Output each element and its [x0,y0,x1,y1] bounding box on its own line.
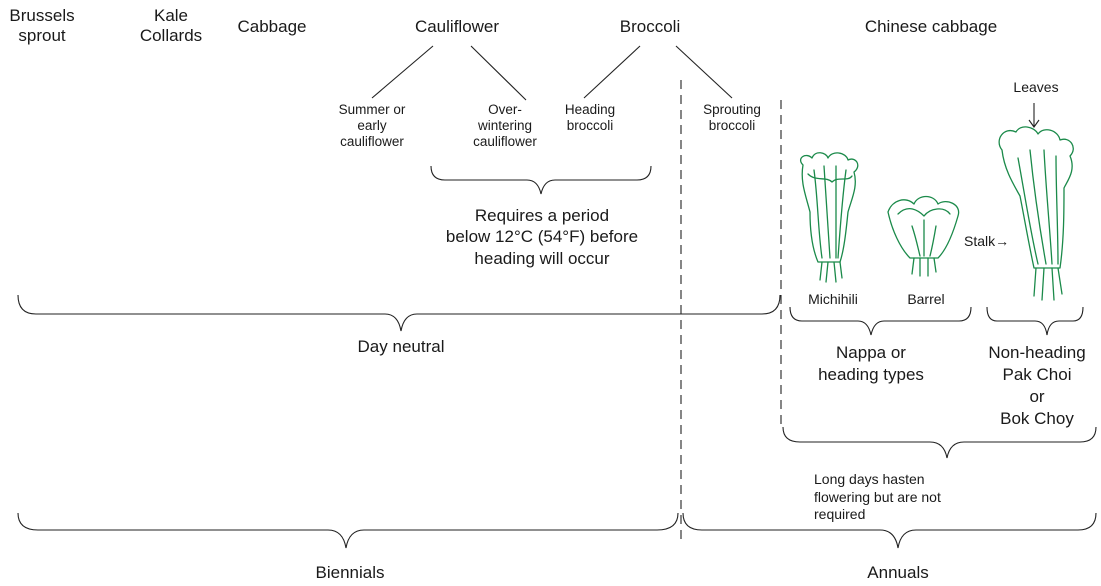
label-stalk: Stalk→ [964,233,1010,249]
michihili-plant-illustration [799,152,859,283]
label-chinese-cabbage: Chinese cabbage [864,17,998,36]
label-leaves: Leaves [1013,79,1059,95]
day-neutral-brace [17,294,781,332]
note-cold-requirement: Requires a period below 12°C (54°F) befo… [445,206,639,268]
annuals-brace [682,512,1097,549]
label-michihili: Michihili [808,291,858,307]
pak-choi-plant-illustration [998,126,1074,301]
label-annuals: Annuals [867,563,929,582]
label-sprouting-broccoli: Sprouting broccoli [703,102,761,134]
cauliflower-to-overwintering-line [470,45,527,101]
broccoli-to-sprouting-line [675,45,733,99]
label-kale-collards: Kale Collards [139,6,203,45]
label-barrel: Barrel [907,291,945,307]
label-summer-cauliflower: Summer or early cauliflower [338,102,406,150]
note-day-neutral: Day neutral [357,337,445,356]
label-cauliflower: Cauliflower [414,17,500,36]
label-brussels-sprout: Brussels sprout [9,6,75,45]
note-long-days: Long days hasten flowering but are not r… [814,471,941,522]
label-non-heading-pak-choi: Non-heading Pak Choi or Bok Choy [988,343,1086,429]
cauliflower-to-summer-line [371,45,434,99]
label-biennials: Biennials [315,563,385,582]
non-heading-brace [986,306,1084,336]
cold-requirement-brace [430,165,652,195]
leaves-arrow [1028,103,1040,128]
label-broccoli: Broccoli [619,17,681,36]
label-nappa-heading-types: Nappa or heading types [818,343,924,385]
label-overwintering-cauliflower: Over- wintering cauliflower [473,102,537,150]
nappa-brace [789,306,972,336]
label-cabbage: Cabbage [237,17,307,36]
barrel-plant-illustration [887,195,960,277]
chinese-cabbage-brace [782,426,1097,459]
broccoli-to-heading-line [583,45,641,99]
biennials-brace [17,512,679,549]
label-heading-broccoli: Heading broccoli [564,102,616,134]
